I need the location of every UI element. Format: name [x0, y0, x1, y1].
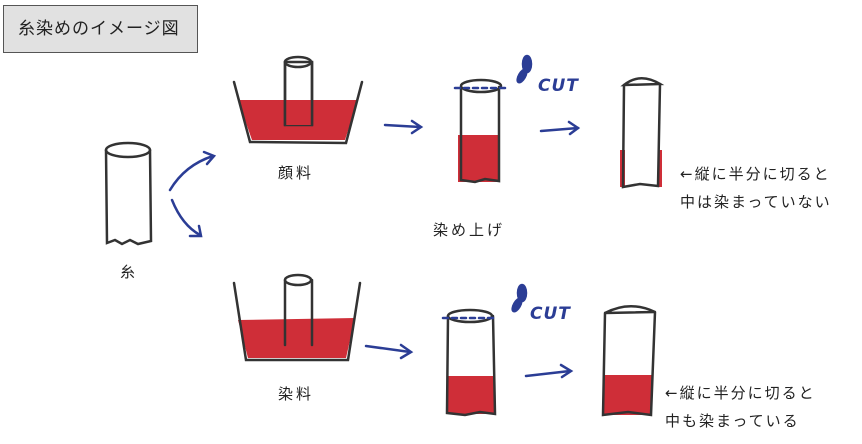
branch-arrows — [168, 150, 217, 238]
dye-note: ←縦に半分に切ると 中も染まっている — [665, 379, 816, 435]
pigment-dyed-thread — [453, 78, 507, 184]
dye-split-thread — [601, 305, 657, 417]
dyed-label: 染め上げ — [433, 221, 506, 239]
pigment-label: 顔料 — [278, 164, 315, 182]
scissors-icon — [516, 54, 533, 84]
pigment-note: ←縦に半分に切ると 中は染まっていない — [680, 160, 832, 216]
dye-bowl — [232, 273, 362, 362]
dye-note-line2: 中も染まっている — [665, 412, 800, 430]
diagram-title: 糸染めのイメージ図 — [3, 5, 198, 53]
pigment-note-line2: 中は染まっていない — [680, 193, 832, 211]
dye-dyed-thread — [441, 308, 497, 417]
process-arrows — [364, 119, 581, 379]
scissors-icon-bottom — [511, 283, 528, 313]
cut-label-bottom: CUT — [530, 304, 571, 324]
dye-note-line1: ←縦に半分に切ると — [665, 384, 816, 402]
pigment-bowl — [232, 55, 364, 145]
pigment-split-thread — [620, 77, 665, 189]
dye-label: 染料 — [278, 385, 315, 403]
thread-label: 糸 — [120, 263, 139, 281]
pigment-note-line1: ←縦に半分に切ると — [680, 165, 831, 183]
thread-illustration — [104, 141, 153, 246]
cut-label-top: CUT — [538, 76, 579, 96]
